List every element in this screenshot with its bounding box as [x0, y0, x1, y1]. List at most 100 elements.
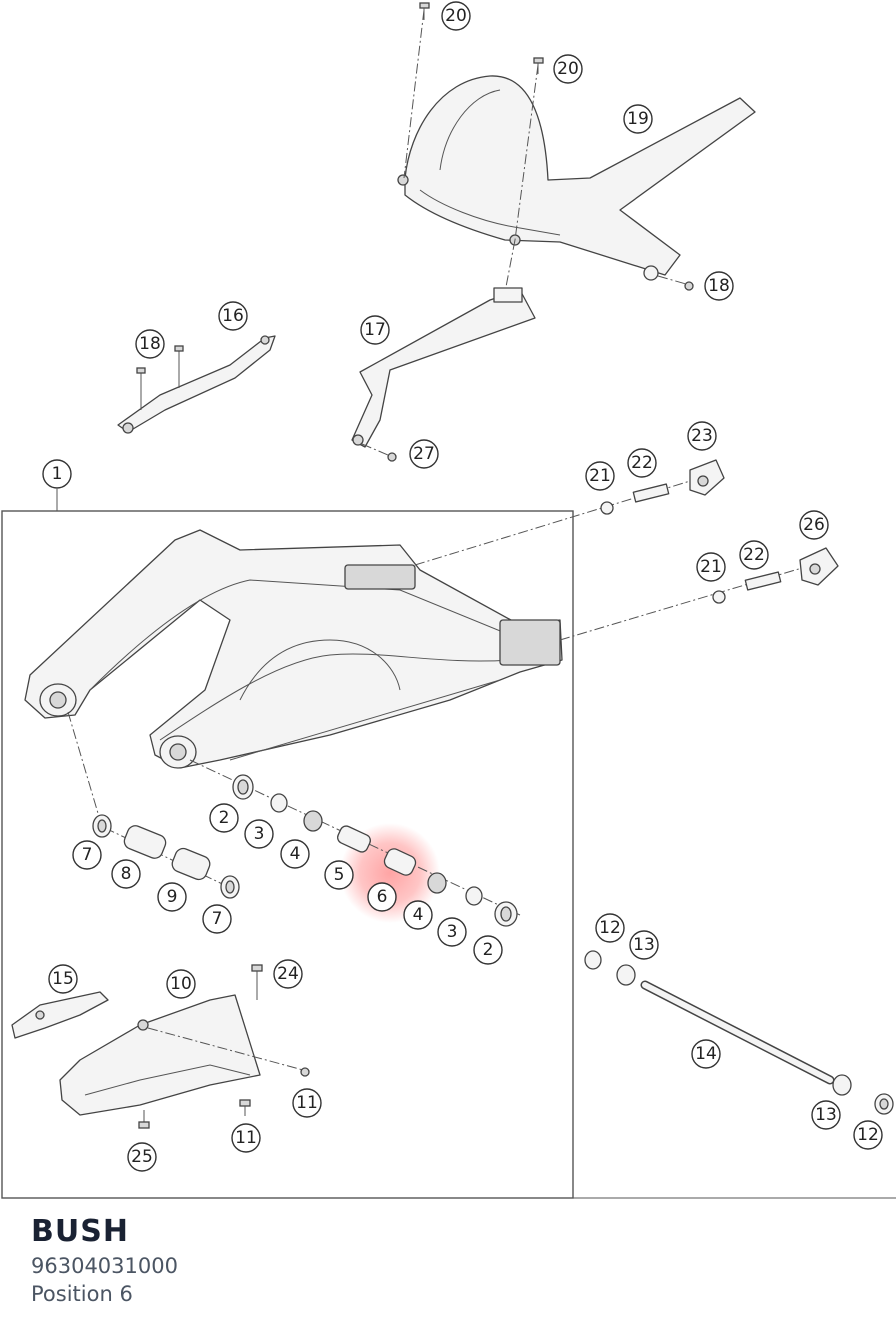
svg-text:23: 23 [691, 426, 713, 446]
callout[interactable]: 11 [231, 1123, 261, 1153]
svg-text:19: 19 [627, 109, 649, 129]
svg-text:26: 26 [803, 515, 825, 535]
callout[interactable]: 2 [473, 935, 503, 965]
part-seal-7-b[interactable] [220, 875, 240, 899]
callout[interactable]: 21 [585, 461, 615, 491]
callout[interactable]: 22 [739, 540, 769, 570]
part-spacer-5[interactable] [336, 824, 373, 854]
bolt-20-top[interactable] [419, 2, 430, 20]
svg-text:1: 1 [52, 464, 63, 484]
svg-text:16: 16 [222, 306, 244, 326]
svg-text:11: 11 [296, 1093, 318, 1113]
part-info-panel: BUSH 96304031000 Position 6 [31, 1212, 831, 1308]
svg-text:22: 22 [743, 545, 765, 565]
callout[interactable]: 27 [409, 439, 439, 469]
part-bearing-4-a[interactable] [303, 810, 323, 832]
part-washer-3-a[interactable] [270, 793, 288, 813]
screw-24[interactable] [251, 964, 263, 1000]
svg-text:21: 21 [589, 466, 611, 486]
part-seal-2-b[interactable] [494, 901, 518, 927]
part-name: BUSH [31, 1214, 129, 1249]
svg-text:3: 3 [447, 922, 458, 942]
callout[interactable]: 20 [441, 1, 471, 31]
swingarm-group-frame [1, 510, 574, 1199]
callout[interactable]: 9 [157, 882, 187, 912]
callout[interactable]: 18 [704, 271, 734, 301]
callout[interactable]: 7 [202, 904, 232, 934]
screw-25[interactable] [138, 1110, 150, 1129]
svg-text:15: 15 [52, 969, 74, 989]
part-adjuster-top[interactable] [600, 459, 725, 515]
callout[interactable]: 15 [48, 964, 78, 994]
callout[interactable]: 16 [218, 301, 248, 331]
screw-11-b[interactable] [239, 1099, 251, 1116]
part-adjuster-bottom[interactable] [712, 547, 839, 604]
callout[interactable]: 24 [273, 959, 303, 989]
callout[interactable]: 5 [324, 860, 354, 890]
part-swingarm[interactable] [24, 529, 563, 769]
svg-text:2: 2 [483, 940, 494, 960]
callout[interactable]: 22 [627, 448, 657, 478]
svg-text:13: 13 [815, 1105, 837, 1125]
svg-text:14: 14 [695, 1044, 717, 1064]
callout[interactable]: 26 [799, 510, 829, 540]
callout-selected[interactable]: 6 [367, 882, 397, 912]
part-washer-3-b[interactable] [465, 886, 483, 906]
callout[interactable]: 1 [42, 459, 72, 489]
part-bearing-4-b[interactable] [427, 872, 447, 894]
callout[interactable]: 14 [691, 1039, 721, 1069]
svg-text:3: 3 [254, 824, 265, 844]
svg-text:11: 11 [235, 1128, 257, 1148]
svg-text:21: 21 [700, 557, 722, 577]
part-seal-2-a[interactable] [232, 774, 254, 800]
part-chain-guard-bracket[interactable] [351, 287, 536, 462]
callout[interactable]: 8 [111, 859, 141, 889]
svg-text:18: 18 [139, 334, 161, 354]
svg-text:22: 22 [631, 453, 653, 473]
svg-text:4: 4 [413, 905, 424, 925]
callout[interactable]: 11 [292, 1088, 322, 1118]
callouts-layer: 20 20 19 18 16 18 17 27 1 21 22 23 26 21… [42, 1, 883, 1172]
callout[interactable]: 10 [166, 969, 196, 999]
svg-text:4: 4 [290, 844, 301, 864]
svg-text:20: 20 [557, 59, 579, 79]
svg-text:13: 13 [633, 935, 655, 955]
part-rear-mudguard[interactable] [397, 75, 756, 276]
callout[interactable]: 19 [623, 104, 653, 134]
nut-18-right[interactable] [643, 265, 694, 291]
svg-text:18: 18 [708, 276, 730, 296]
callout[interactable]: 13 [629, 930, 659, 960]
svg-text:9: 9 [167, 887, 178, 907]
callout[interactable]: 23 [687, 421, 717, 451]
screw-11-a[interactable] [300, 1067, 310, 1077]
callout[interactable]: 12 [595, 913, 625, 943]
part-bush-9[interactable] [170, 846, 212, 882]
callout[interactable]: 2 [209, 803, 239, 833]
callout[interactable]: 12 [853, 1120, 883, 1150]
callout[interactable]: 20 [553, 54, 583, 84]
svg-text:17: 17 [364, 320, 386, 340]
part-bracket-16[interactable] [117, 335, 276, 434]
part-bush-6[interactable] [382, 847, 418, 878]
svg-text:20: 20 [445, 6, 467, 26]
callout[interactable]: 3 [437, 917, 467, 947]
part-axle[interactable] [584, 950, 894, 1115]
callout[interactable]: 4 [280, 839, 310, 869]
callout[interactable]: 21 [696, 552, 726, 582]
callout[interactable]: 7 [72, 840, 102, 870]
svg-text:6: 6 [377, 887, 388, 907]
callout[interactable]: 25 [127, 1142, 157, 1172]
svg-text:10: 10 [170, 974, 192, 994]
callout[interactable]: 18 [135, 329, 165, 359]
callout[interactable]: 3 [244, 819, 274, 849]
part-chain-guide[interactable] [11, 991, 109, 1039]
bolt-20-mid[interactable] [533, 57, 544, 74]
callout[interactable]: 17 [360, 315, 390, 345]
callout[interactable]: 4 [403, 900, 433, 930]
part-seal-7-a[interactable] [92, 814, 112, 838]
part-position: Position 6 [31, 1282, 133, 1306]
callout[interactable]: 13 [811, 1100, 841, 1130]
part-bush-8[interactable] [122, 823, 168, 860]
part-chain-slider[interactable] [59, 994, 261, 1116]
svg-text:12: 12 [599, 918, 621, 938]
